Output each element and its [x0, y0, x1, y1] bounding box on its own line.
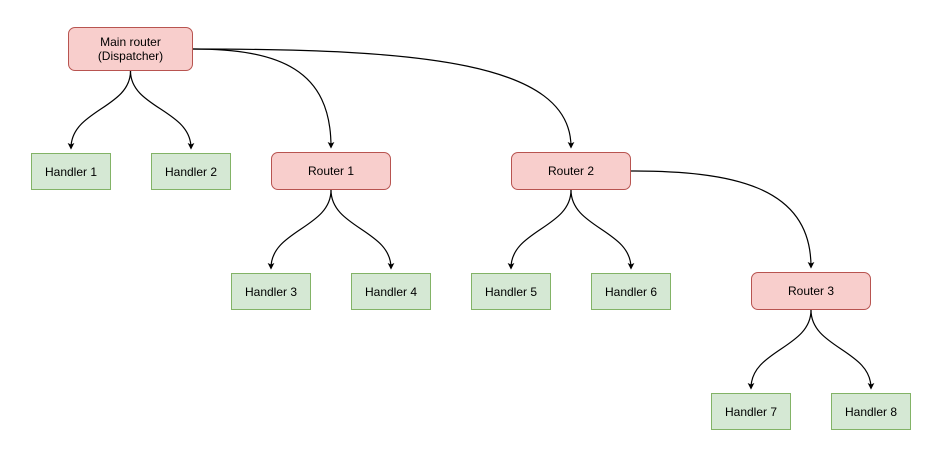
edge-router-2-to-handler-5: [507, 189, 572, 270]
node-label-handler-5: Handler 5: [484, 284, 538, 299]
edge-router-3-to-handler-7: [747, 309, 812, 390]
node-label-handler-3: Handler 3: [244, 284, 298, 299]
edge-router-1-to-handler-3: [267, 189, 332, 270]
node-handler-1[interactable]: Handler 1: [31, 153, 111, 190]
node-router-1[interactable]: Router 1: [271, 152, 391, 190]
node-handler-7[interactable]: Handler 7: [711, 393, 791, 430]
node-label-handler-8: Handler 8: [844, 404, 898, 419]
node-main-router[interactable]: Main router (Dispatcher): [68, 27, 193, 71]
node-label-main-router: Main router (Dispatcher): [97, 35, 164, 63]
node-label-handler-2: Handler 2: [164, 164, 218, 179]
node-label-router-3: Router 3: [787, 284, 835, 298]
node-label-handler-4: Handler 4: [364, 284, 418, 299]
node-router-3[interactable]: Router 3: [751, 272, 871, 310]
edge-main-to-handler-2: [129, 70, 195, 150]
edge-router-1-to-handler-4: [330, 189, 395, 270]
node-router-2[interactable]: Router 2: [511, 152, 631, 190]
edge-main-to-router-2: [192, 48, 575, 149]
node-handler-6[interactable]: Handler 6: [591, 273, 671, 310]
edge-main-to-handler-1: [67, 70, 132, 150]
node-label-handler-6: Handler 6: [604, 284, 658, 299]
edge-main-to-router-1: [192, 48, 335, 149]
node-handler-8[interactable]: Handler 8: [831, 393, 911, 430]
node-handler-5[interactable]: Handler 5: [471, 273, 551, 310]
node-label-handler-1: Handler 1: [44, 164, 98, 179]
node-handler-2[interactable]: Handler 2: [151, 153, 231, 190]
edge-router-2-to-handler-6: [570, 189, 635, 270]
edge-router-3-to-handler-8: [810, 309, 875, 390]
edge-router-2-to-router-3: [630, 170, 815, 269]
node-label-router-1: Router 1: [307, 164, 355, 178]
node-label-handler-7: Handler 7: [724, 404, 778, 419]
edge-group: [67, 48, 875, 390]
node-label-router-2: Router 2: [547, 164, 595, 178]
node-handler-4[interactable]: Handler 4: [351, 273, 431, 310]
node-handler-3[interactable]: Handler 3: [231, 273, 311, 310]
